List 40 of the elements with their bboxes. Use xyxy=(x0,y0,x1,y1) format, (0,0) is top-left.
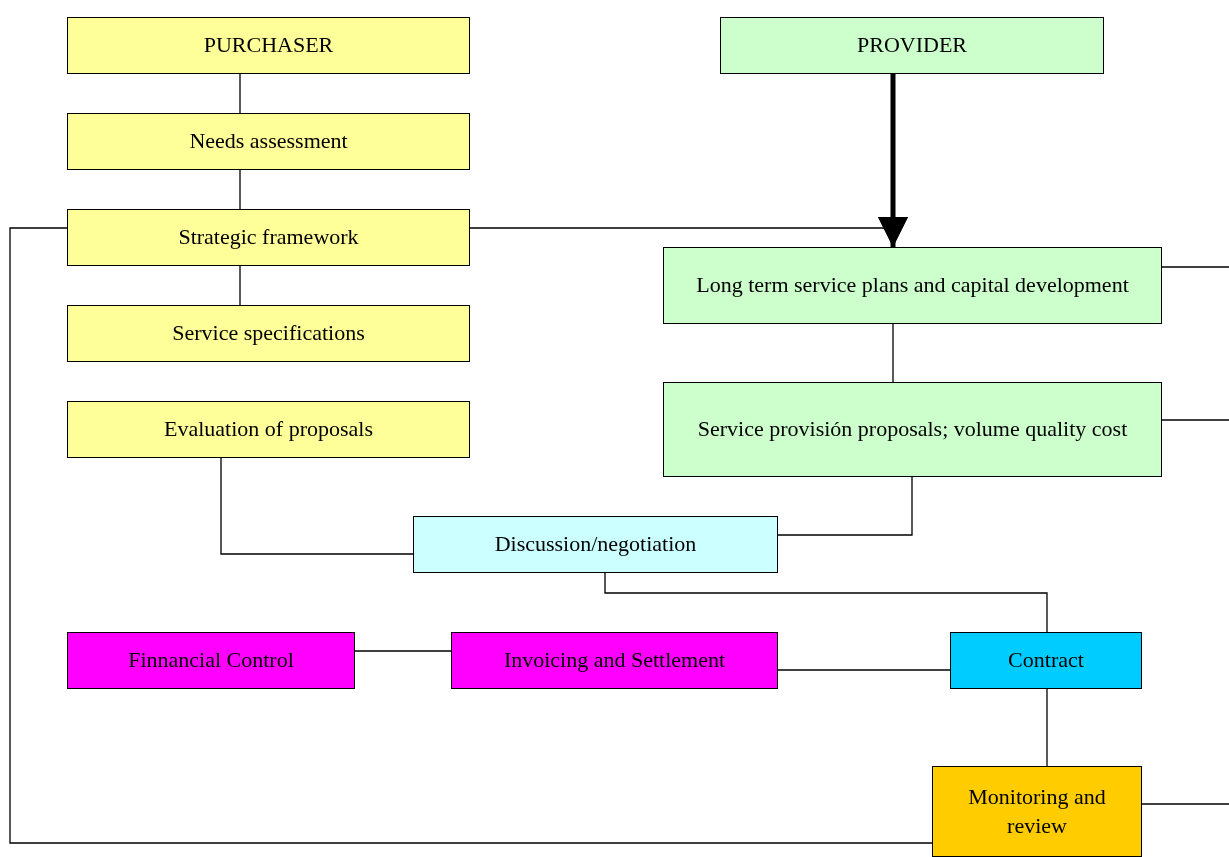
box-label: Contract xyxy=(1008,646,1084,675)
process-box xyxy=(663,247,1162,324)
connector-line xyxy=(220,457,414,555)
line xyxy=(1161,419,1229,421)
box-label: Invoicing and Settlement xyxy=(503,646,726,675)
box-label: PURCHASER xyxy=(203,31,334,60)
box-label: Long term service plans and capital development xyxy=(696,271,1129,300)
connector-line xyxy=(239,169,241,210)
process-box xyxy=(67,632,355,689)
box-label: Finnancial Control xyxy=(128,646,294,675)
box-label: Strategic framework xyxy=(178,223,359,252)
box-label: Monitoring and review xyxy=(967,782,1107,840)
box-label: Service provisión proposals; volume quality cost xyxy=(697,415,1128,444)
process-box xyxy=(413,516,778,573)
connector-line xyxy=(777,669,951,671)
process-box xyxy=(451,632,778,689)
connector-line xyxy=(1046,688,1048,767)
connector-line xyxy=(239,73,241,114)
process-box xyxy=(720,17,1104,74)
box-label: Discussion/negotiation xyxy=(494,530,697,559)
connector-line xyxy=(239,265,241,306)
box-label: PROVIDER xyxy=(857,31,967,60)
box-label: Needs assessment xyxy=(189,127,348,156)
process-box xyxy=(67,209,470,266)
connector-line xyxy=(354,650,452,652)
connector-line xyxy=(9,227,933,844)
process-box xyxy=(950,632,1142,689)
box-label: Evaluation of proposals xyxy=(164,415,373,444)
box-label: Service specifications xyxy=(172,319,365,348)
process-box xyxy=(67,113,470,170)
line xyxy=(1161,266,1229,268)
connector-line xyxy=(892,323,894,383)
process-box xyxy=(67,305,470,362)
process-box xyxy=(932,766,1142,857)
line xyxy=(1141,803,1229,805)
process-box xyxy=(67,17,470,74)
connector-line xyxy=(604,572,1048,633)
connector-line xyxy=(777,476,913,536)
process-box xyxy=(663,382,1162,477)
process-box xyxy=(67,401,470,458)
